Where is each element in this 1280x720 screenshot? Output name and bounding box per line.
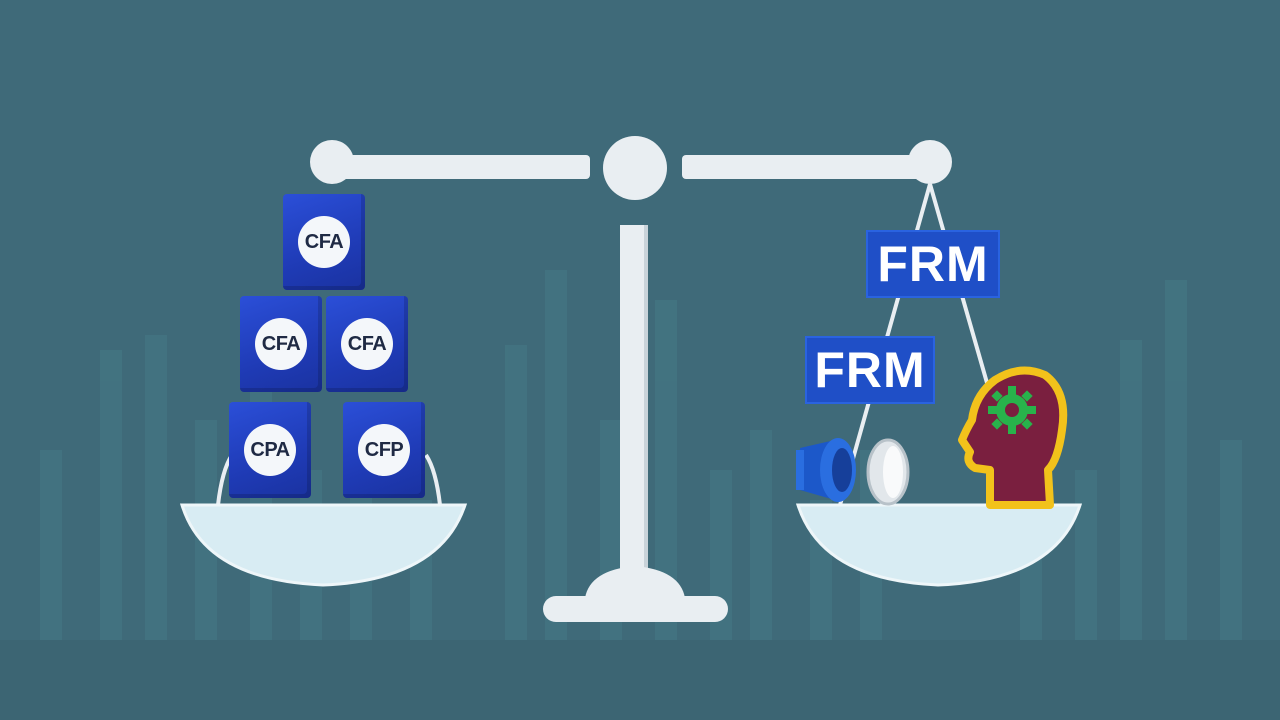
block-label: CFA xyxy=(341,318,393,370)
credential-block-cfa-middle-right: CFA xyxy=(326,296,408,392)
scale-post xyxy=(620,225,648,575)
scale-beam-right xyxy=(682,155,932,179)
right-pan xyxy=(795,503,1083,587)
credential-block-cfp: CFP xyxy=(343,402,425,498)
frm-tag-upper: FRM xyxy=(866,230,1000,298)
capsule-icon xyxy=(866,438,910,506)
block-label: CPA xyxy=(244,424,296,476)
credential-block-cpa: CPA xyxy=(229,402,311,498)
scale-base xyxy=(543,596,728,622)
block-label: CFA xyxy=(298,216,350,268)
scale-base-top xyxy=(585,566,685,598)
beam-end-left xyxy=(310,140,354,184)
beam-end-right xyxy=(908,140,952,184)
floor-band xyxy=(0,640,1280,720)
head-gear-icon xyxy=(958,366,1068,509)
scale-pivot xyxy=(603,136,667,200)
megaphone-icon xyxy=(796,438,856,502)
credential-block-cfa-middle-left: CFA xyxy=(240,296,322,392)
credential-block-cfa-top: CFA xyxy=(283,194,365,290)
block-label: CFA xyxy=(255,318,307,370)
left-pan xyxy=(179,503,468,587)
frm-tag-lower: FRM xyxy=(805,336,935,404)
scale-beam-left xyxy=(330,155,590,179)
block-label: CFP xyxy=(358,424,410,476)
